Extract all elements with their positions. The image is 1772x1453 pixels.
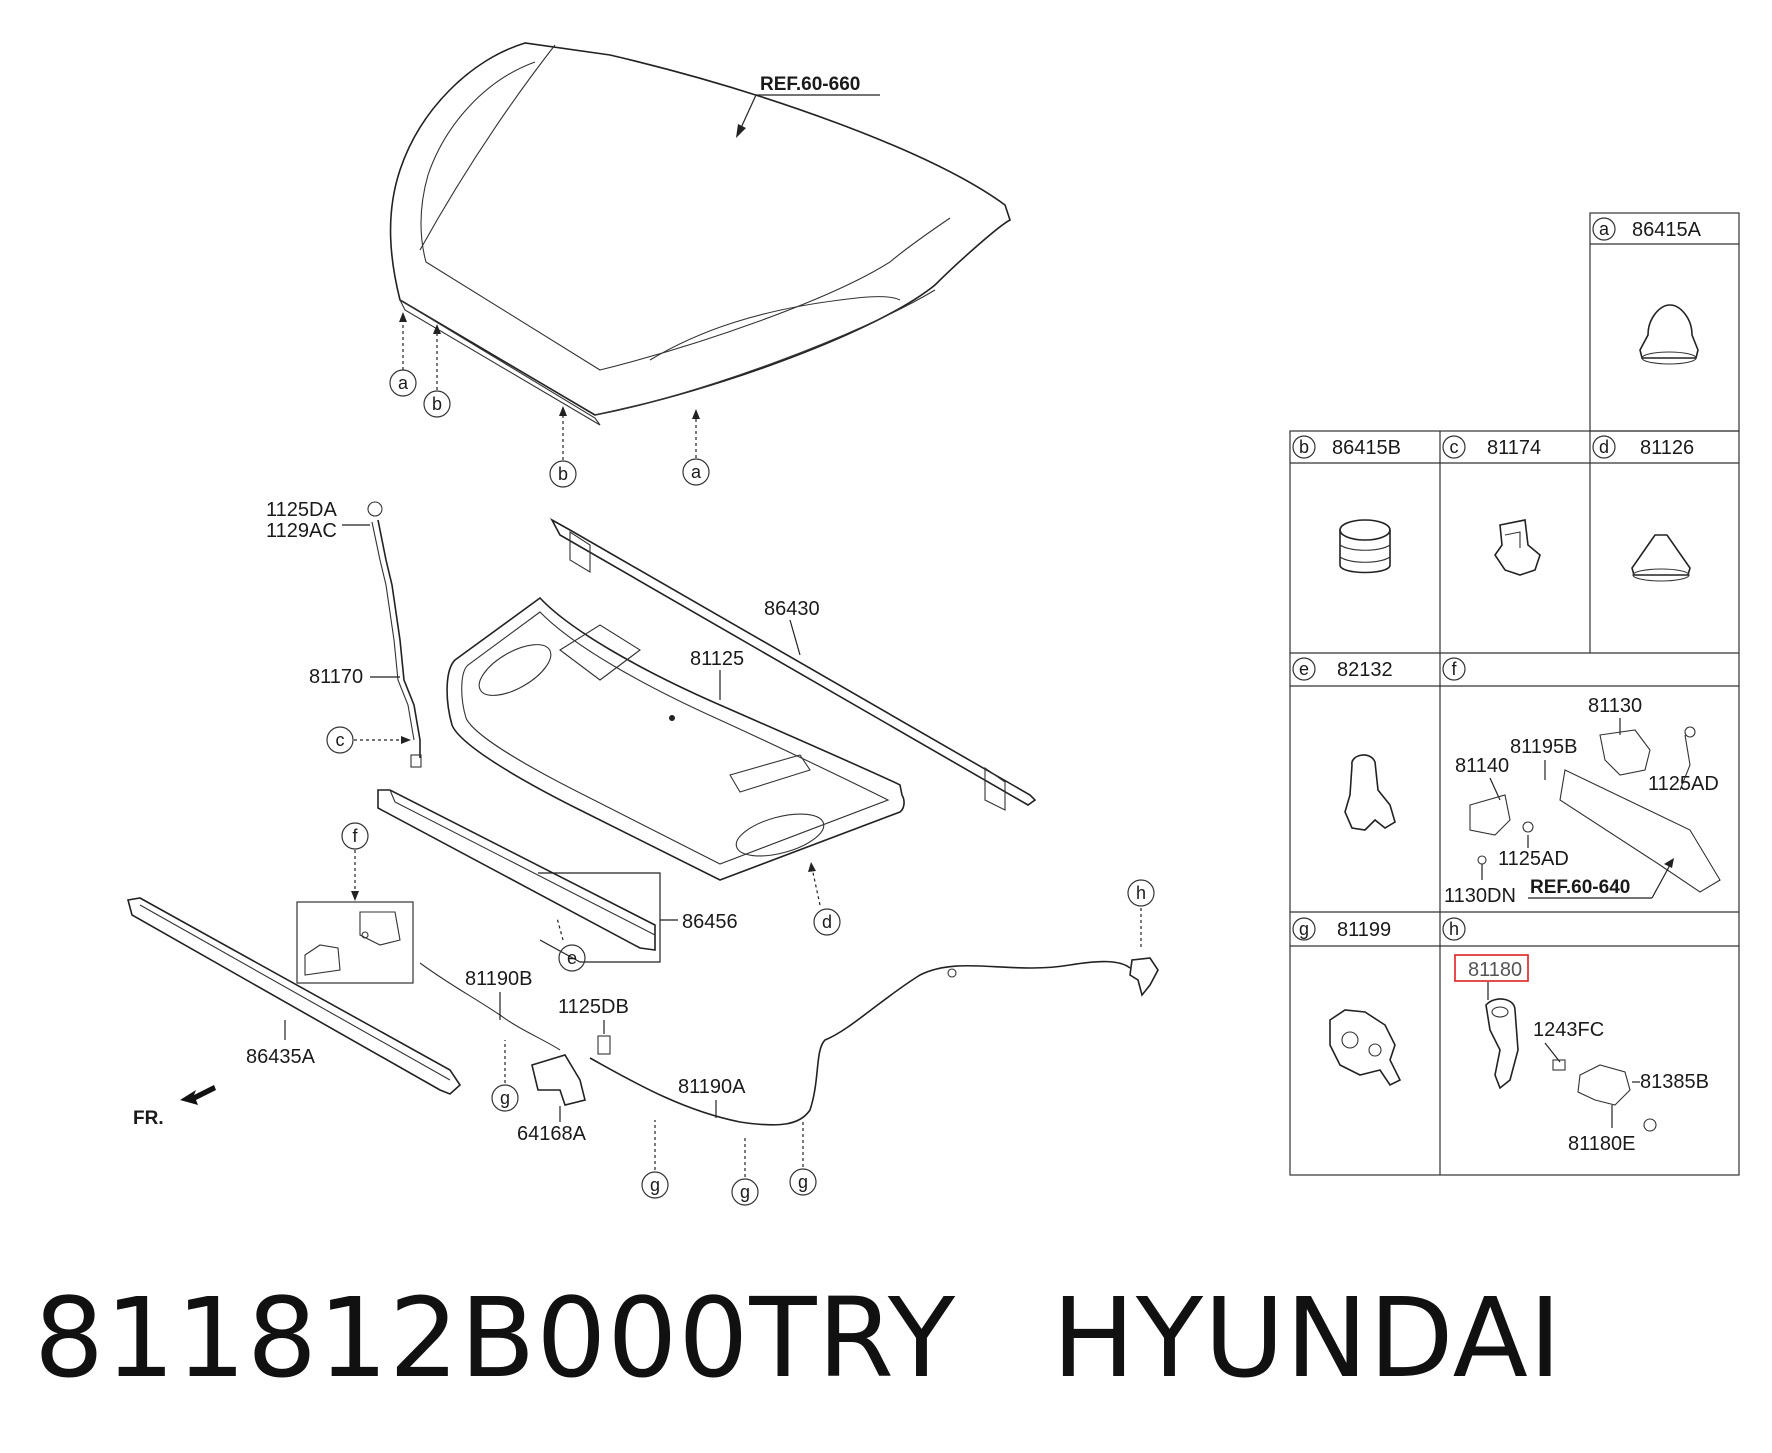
ref-60-660-callout: REF.60-660	[736, 74, 880, 138]
front-arrow-icon	[180, 1085, 216, 1105]
svg-text:e: e	[1299, 659, 1309, 679]
label-1125DB: 1125DB	[558, 996, 629, 1018]
part-number-text: 811812B000TRY	[34, 1274, 957, 1402]
legend-part-86415B: 86415B	[1332, 437, 1401, 459]
legend-part-1243FC: 1243FC	[1533, 1019, 1604, 1041]
legend-grid: a 86415A b 86415B c 81174 d 81126	[1289, 212, 1740, 1176]
svg-text:g: g	[500, 1088, 510, 1108]
label-1129AC: 1129AC	[266, 520, 337, 542]
hood-panel	[389, 42, 1011, 426]
svg-text:d: d	[822, 912, 832, 932]
label-81170: 81170	[309, 666, 363, 688]
svg-text:c: c	[1450, 437, 1459, 457]
seal-86430: 86430	[550, 517, 1037, 811]
svg-text:h: h	[1449, 919, 1459, 939]
svg-text:g: g	[798, 1172, 808, 1192]
front-direction-label: FR.	[133, 1108, 164, 1129]
svg-text:a: a	[398, 373, 409, 393]
legend-part-81199: 81199	[1337, 919, 1391, 941]
legend-cell-g: g 81199	[1292, 917, 1402, 1087]
label-86430: 86430	[764, 598, 820, 620]
label-81190B: 81190B	[465, 968, 532, 990]
svg-text:b: b	[558, 464, 568, 484]
legend-part-1125AD-a: 1125AD	[1648, 773, 1719, 795]
legend-part-81180: 81180	[1468, 959, 1522, 981]
legend-cell-h: h 81180 1243FC 81385B 81180E	[1442, 917, 1709, 1155]
label-81125: 81125	[690, 648, 744, 670]
hood-stay-81170: 1125DA 1129AC 81170 c	[266, 499, 422, 768]
label-81190A: 81190A	[678, 1076, 746, 1098]
legend-part-1130DN: 1130DN	[1444, 885, 1516, 907]
hood-callouts: a b b a	[389, 312, 710, 488]
handle-callout-h: h	[1127, 879, 1159, 997]
label-1125DA: 1125DA	[266, 499, 337, 521]
legend-part-81195B: 81195B	[1510, 736, 1577, 758]
legend-part-81180E: 81180E	[1568, 1133, 1635, 1155]
legend-cell-d: d 81126	[1592, 435, 1694, 582]
svg-text:h: h	[1136, 883, 1146, 903]
hood-insulator-81125: 81125 d	[446, 596, 905, 936]
svg-text:c: c	[336, 730, 345, 750]
release-cables: 81190B 81190A g g g g	[419, 960, 1131, 1206]
svg-text:e: e	[567, 948, 577, 968]
highlight-box-81180	[1454, 954, 1529, 982]
svg-text:a: a	[691, 462, 702, 482]
legend-cell-f: f 81130 81195B 81140 1125AD 1125AD 1130D…	[1442, 657, 1721, 907]
svg-text:g: g	[650, 1175, 660, 1195]
legend-part-81130: 81130	[1588, 695, 1642, 717]
legend-part-86415A: 86415A	[1632, 219, 1702, 241]
legend-cell-a: a 86415A	[1592, 217, 1702, 365]
svg-text:b: b	[1299, 437, 1309, 457]
svg-text:f: f	[1451, 659, 1457, 679]
weatherstrip-86456: 86456 e	[377, 789, 738, 972]
legend-part-81126: 81126	[1640, 437, 1694, 459]
svg-text:f: f	[352, 826, 358, 846]
bracket-64168A: 1125DB 64168A	[517, 996, 629, 1145]
brand-text: HYUNDAI	[1052, 1274, 1563, 1402]
svg-text:d: d	[1599, 437, 1609, 457]
ref-60-660-label: REF.60-660	[760, 74, 860, 95]
svg-text:b: b	[432, 394, 442, 414]
label-86435A: 86435A	[246, 1046, 316, 1068]
legend-part-82132: 82132	[1337, 659, 1393, 681]
latch-inset-f: f	[296, 822, 414, 984]
legend-cell-b: b 86415B	[1292, 435, 1401, 574]
label-86456: 86456	[682, 911, 738, 933]
svg-text:g: g	[740, 1182, 750, 1202]
legend-part-1125AD-b: 1125AD	[1498, 848, 1569, 870]
legend-part-81140: 81140	[1455, 755, 1509, 777]
legend-part-81174: 81174	[1487, 437, 1541, 459]
svg-text:a: a	[1599, 219, 1610, 239]
legend-cell-c: c 81174	[1442, 435, 1541, 576]
seal-86435A: 86435A FR.	[127, 897, 462, 1129]
legend-cell-e: e 82132	[1292, 657, 1396, 831]
svg-text:g: g	[1299, 919, 1309, 939]
footer-caption: 811812B000TRY HYUNDAI	[34, 1268, 1734, 1408]
legend-part-81385B: 81385B	[1640, 1071, 1709, 1093]
label-64168A: 64168A	[517, 1123, 587, 1145]
legend-ref-60-640: REF.60-640	[1530, 877, 1630, 898]
parts-diagram: REF.60-660 a b b a 81125	[127, 42, 1740, 1206]
